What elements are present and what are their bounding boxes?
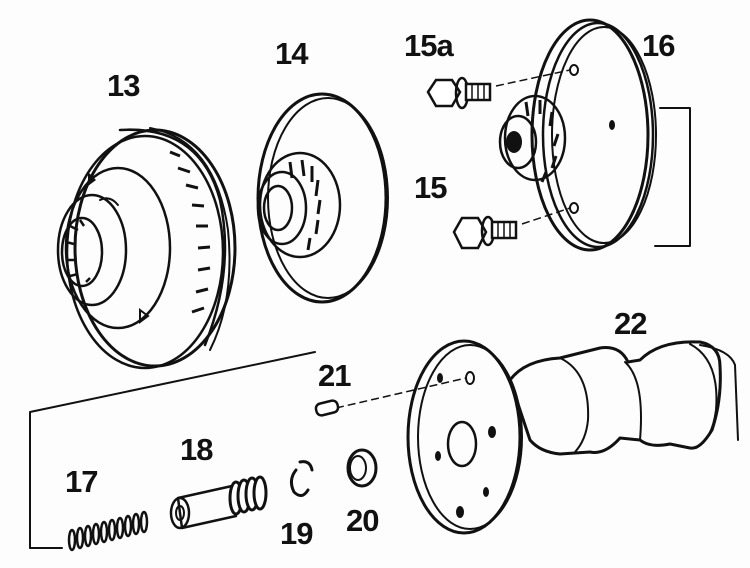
part-18-plunger	[169, 475, 268, 530]
upper-group-bracket	[654, 107, 691, 247]
part-13-damper-pulley	[56, 127, 237, 370]
part-17-spring	[67, 510, 149, 552]
part-21-dowel-pin	[314, 399, 340, 417]
callout-17: 17	[65, 464, 98, 499]
part-15a-bolt	[426, 69, 571, 110]
callout-19: 19	[280, 516, 313, 551]
callout-18: 18	[180, 432, 213, 467]
lower-group-bracket	[29, 351, 316, 549]
part-19-circlip	[289, 460, 314, 497]
callout-15: 15	[414, 170, 447, 205]
part-16-sprocket-disc	[498, 18, 657, 252]
callout-14: 14	[275, 36, 308, 71]
callout-22: 22	[614, 306, 647, 341]
callout-15a: 15a	[404, 28, 454, 63]
callout-20: 20	[346, 503, 379, 538]
part-15-bolt	[452, 207, 571, 250]
callout-21: 21	[318, 358, 351, 393]
part-20-bushing	[346, 448, 378, 488]
part-14-hub-disc	[256, 92, 389, 304]
part-22-crankshaft	[335, 339, 739, 535]
callout-16: 16	[642, 28, 675, 63]
callout-13: 13	[107, 68, 140, 103]
